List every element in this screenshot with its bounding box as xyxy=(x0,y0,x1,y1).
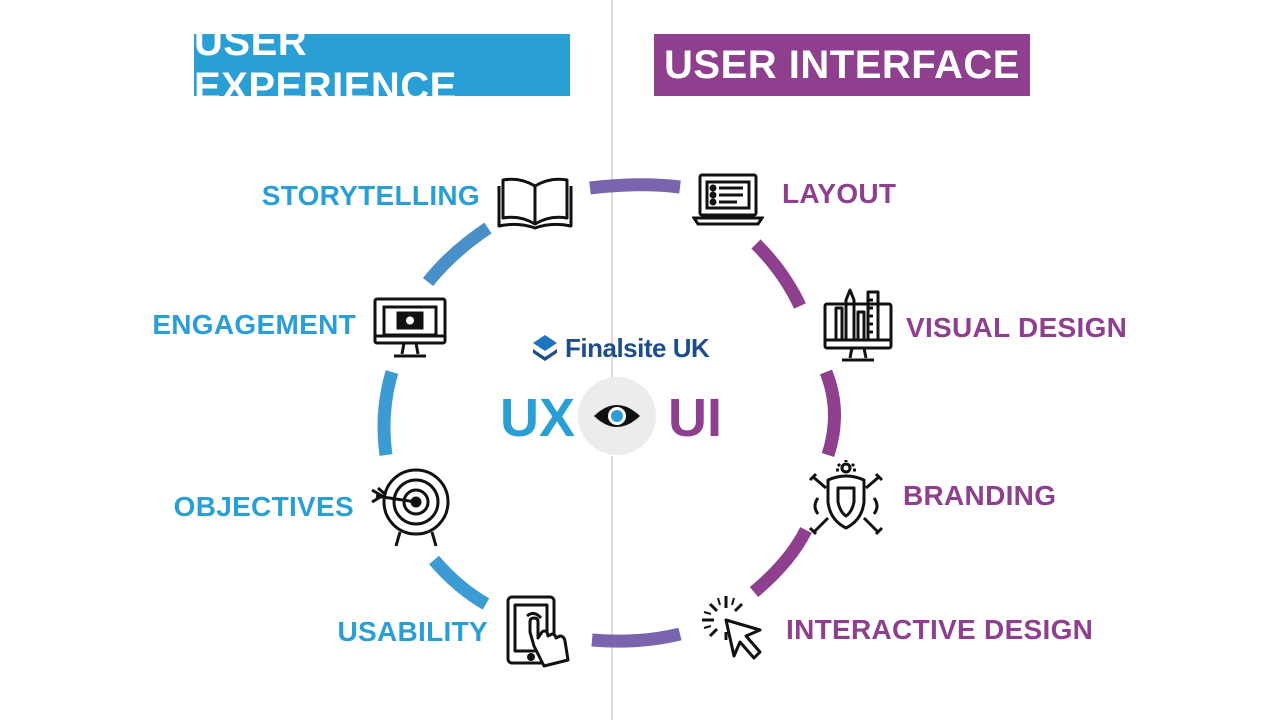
touch-tablet-icon xyxy=(504,594,576,672)
ui-banner: USER INTERFACE xyxy=(654,34,1030,96)
branding-label: BRANDING xyxy=(903,480,1057,511)
interactive-design-label: INTERACTIVE DESIGN xyxy=(786,614,1094,645)
logo-text: Finalsite UK xyxy=(565,332,710,363)
eye-icon xyxy=(594,405,640,427)
monitor-video-icon xyxy=(372,296,448,360)
laptop-layout-icon xyxy=(692,172,764,228)
usability-label: USABILITY xyxy=(337,616,488,647)
objectives-label: OBJECTIVES xyxy=(173,491,354,522)
ring-arc-top xyxy=(589,178,681,195)
layers-icon xyxy=(533,335,557,361)
engagement-label: ENGAGEMENT xyxy=(152,309,356,340)
ring-arc-ui-1 xyxy=(751,239,806,309)
ring-arc-ux-1 xyxy=(422,222,492,287)
finalsite-logo: Finalsite UK xyxy=(531,330,710,366)
ring-arc-ux-3 xyxy=(429,555,490,610)
ring-arc-bottom xyxy=(591,627,682,648)
ui-center-label: UI xyxy=(668,388,722,448)
eye-badge xyxy=(578,377,656,455)
ring-arc-ux-2 xyxy=(377,370,399,456)
ring-arc-ui-3 xyxy=(749,527,812,597)
target-icon xyxy=(368,464,454,548)
cursor-click-icon xyxy=(696,590,772,666)
visual-design-label: VISUAL DESIGN xyxy=(906,312,1128,343)
storytelling-label: STORYTELLING xyxy=(261,180,480,211)
layout-label: LAYOUT xyxy=(782,178,897,209)
center-divider-bottom xyxy=(611,456,613,720)
design-monitor-icon xyxy=(822,286,894,364)
crest-icon xyxy=(806,458,886,538)
ux-center-label: UX xyxy=(500,388,576,448)
ring-arc-ui-2 xyxy=(819,369,841,458)
open-book-icon xyxy=(496,174,574,230)
